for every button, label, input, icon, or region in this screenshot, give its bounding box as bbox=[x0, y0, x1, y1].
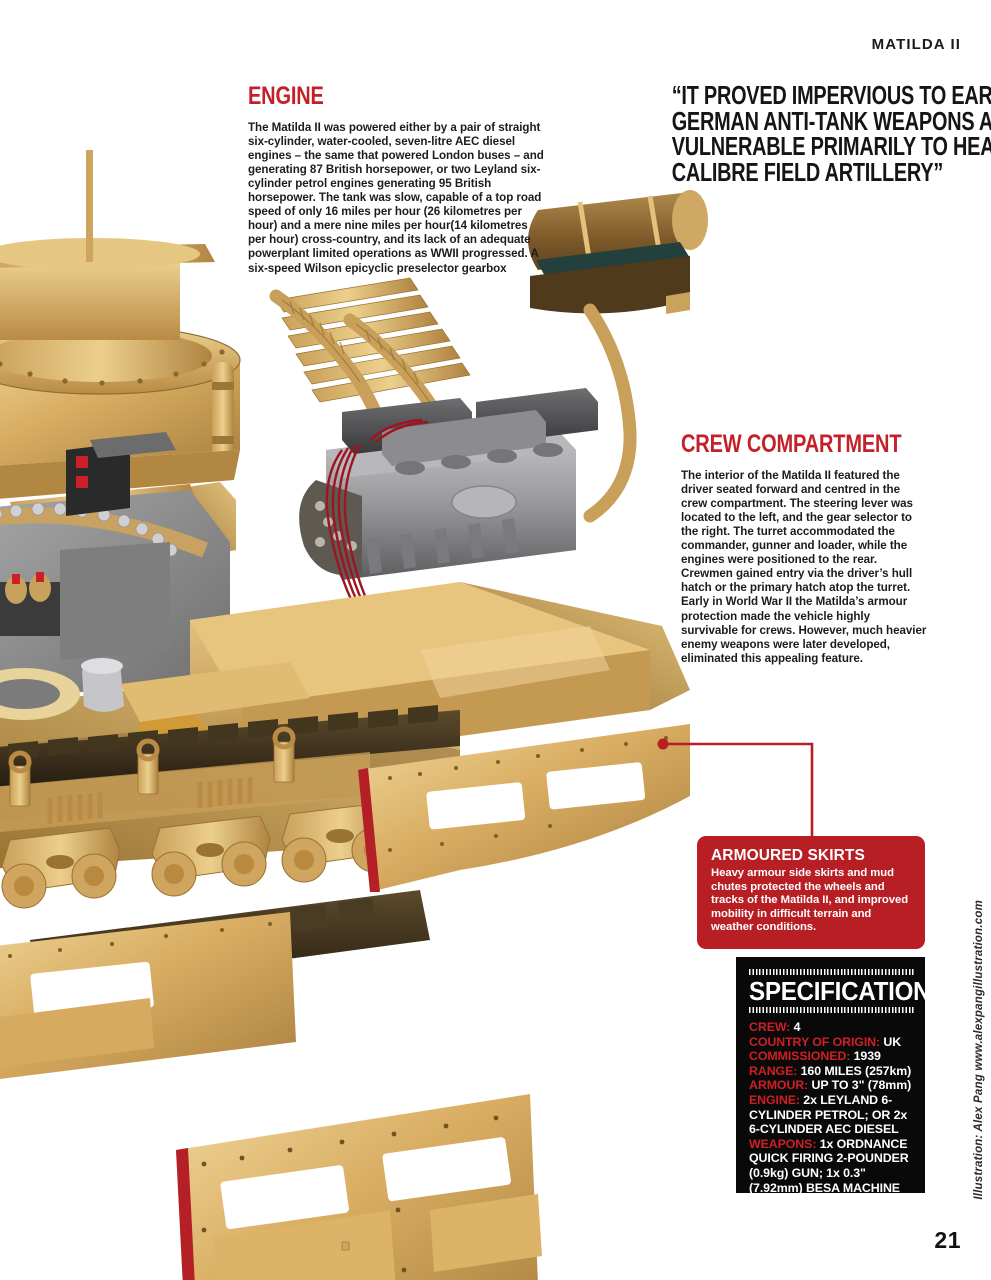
spec-row: COUNTRY OF ORIGIN: UK bbox=[749, 1035, 901, 1049]
armoured-skirt-upper bbox=[358, 724, 690, 892]
armoured-skirts-callout: ARMOURED SKIRTS Heavy armour side skirts… bbox=[697, 836, 925, 949]
specifications-list: CREW: 4 COUNTRY OF ORIGIN: UK COMMISSION… bbox=[749, 1020, 914, 1210]
electrical-box bbox=[66, 432, 176, 516]
armoured-skirt-lower-right bbox=[176, 1094, 542, 1280]
spec-rule-top bbox=[749, 969, 914, 975]
hull-deck bbox=[120, 582, 690, 766]
pull-quote-line-2: GERMAN ANTI-TANK WEAPONS AND bbox=[671, 107, 991, 136]
section-engine: ENGINE The Matilda II was powered either… bbox=[248, 84, 548, 287]
spec-label: WEAPONS: bbox=[749, 1136, 817, 1151]
page-number: 21 bbox=[934, 1227, 961, 1253]
spec-row: COMMISSIONED: 1939 bbox=[749, 1049, 881, 1063]
specifications-title: SPECIFICATIONS bbox=[749, 976, 947, 1006]
pull-quote-line-4: CALIBRE FIELD ARTILLERY” bbox=[671, 158, 944, 187]
spec-value: 4 bbox=[793, 1020, 801, 1034]
pull-quote-line-1: “IT PROVED IMPERVIOUS TO EARLY bbox=[671, 82, 991, 110]
illustrator-credit: Illustration: Alex Pang www.alexpangillu… bbox=[973, 900, 985, 1200]
engine-heading: ENGINE bbox=[248, 82, 324, 110]
spec-row: WEAPONS: 1x ORDNANCE QUICK FIRING 2-POUN… bbox=[749, 1137, 909, 1209]
spec-label: COMMISSIONED: bbox=[749, 1049, 851, 1064]
spec-row: RANGE: 160 MILES (257km) bbox=[749, 1064, 911, 1078]
bogie-assemblies bbox=[1, 801, 401, 909]
spec-value: 1x ORDNANCE QUICK FIRING 2-POUNDER (0.9k… bbox=[749, 1136, 909, 1210]
callout-body: Heavy armour side skirts and mud chutes … bbox=[711, 867, 909, 934]
armoured-skirt-lower-left bbox=[0, 912, 296, 1079]
crew-compartment-body: The interior of the Matilda II featured … bbox=[681, 468, 927, 665]
specifications-box: SPECIFICATIONS CREW: 4 COUNTRY OF ORIGIN… bbox=[736, 957, 947, 1209]
crew-compartment-heading: CREW COMPARTMENT bbox=[681, 430, 902, 458]
spec-label: COUNTRY OF ORIGIN: bbox=[749, 1034, 881, 1049]
spec-label: CREW: bbox=[749, 1020, 791, 1034]
hull-interior-cutaway bbox=[0, 490, 270, 762]
engine-block bbox=[299, 388, 598, 677]
spec-value: UP TO 3" (78mm) bbox=[811, 1078, 912, 1093]
spec-rule-bottom bbox=[749, 1007, 914, 1013]
engine-body: The Matilda II was powered either by a p… bbox=[248, 120, 544, 275]
spec-value: 1939 bbox=[853, 1049, 881, 1064]
spec-label: ENGINE: bbox=[749, 1092, 800, 1107]
callout-leader-line bbox=[655, 736, 820, 841]
turret-cutaway bbox=[0, 150, 241, 560]
spec-value: UK bbox=[883, 1034, 902, 1049]
running-gear bbox=[0, 705, 460, 992]
tank-cutaway-illustration bbox=[0, 150, 750, 1280]
spec-row: CREW: 4 bbox=[749, 1020, 801, 1034]
exhaust-muffler bbox=[528, 190, 708, 314]
spec-label: ARMOUR: bbox=[749, 1078, 809, 1093]
running-head: MATILDA II bbox=[871, 36, 961, 53]
spec-row: ARMOUR: UP TO 3" (78mm) bbox=[749, 1078, 911, 1092]
pull-quote-line-3: VULNERABLE PRIMARILY TO HEAVY- bbox=[671, 133, 991, 161]
exhaust-pipes bbox=[269, 289, 637, 523]
spec-value: 160 MILES (257km) bbox=[800, 1063, 912, 1078]
section-crew-compartment: CREW COMPARTMENT The interior of the Mat… bbox=[681, 432, 929, 678]
spec-value: 2x LEYLAND 6-CYLINDER PETROL; OR 2x 6-CY… bbox=[749, 1092, 908, 1137]
pull-quote: “IT PROVED IMPERVIOUS TO EARLY GERMAN AN… bbox=[598, 82, 991, 187]
spec-row: ENGINE: 2x LEYLAND 6-CYLINDER PETROL; OR… bbox=[749, 1093, 907, 1136]
air-louvres bbox=[275, 277, 471, 403]
spec-label: RANGE: bbox=[749, 1063, 798, 1078]
callout-title: ARMOURED SKIRTS bbox=[711, 847, 865, 864]
